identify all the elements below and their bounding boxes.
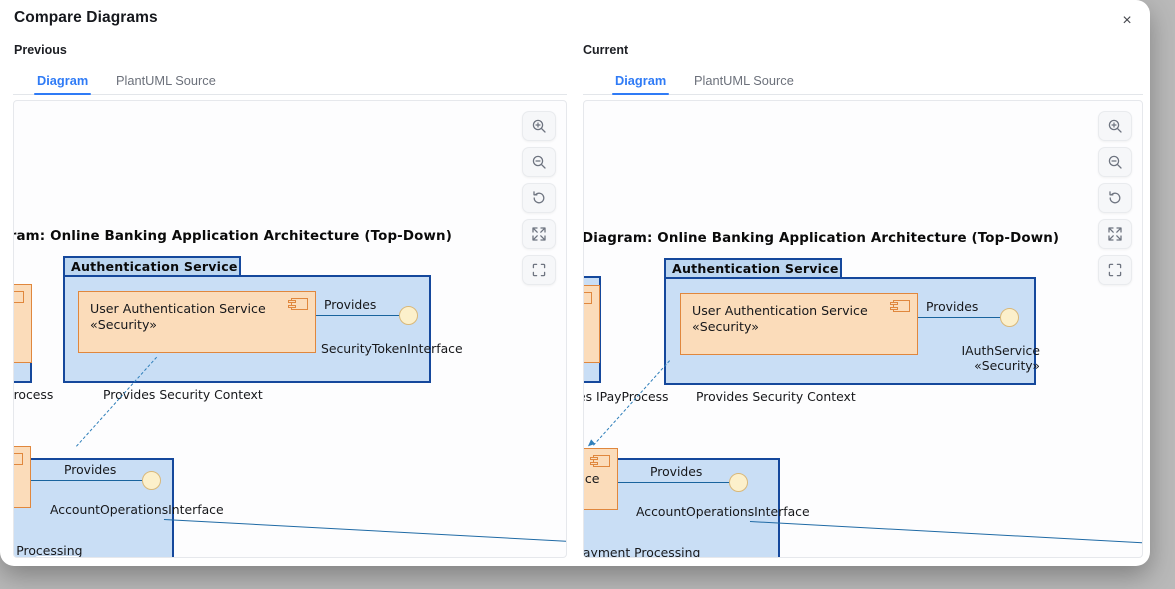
pane-label-current: Current: [583, 43, 629, 57]
zoom-in-icon[interactable]: [522, 111, 556, 141]
package-tab: Authentication Service: [664, 258, 842, 278]
zoom-out-icon[interactable]: [1098, 147, 1132, 177]
tab-plantuml-source-current[interactable]: PlantUML Source: [691, 67, 797, 94]
diagram-title: Diagram: Online Banking Application Arch…: [583, 231, 1060, 246]
edge-label-payment-processing: Payment Processing: [583, 545, 701, 558]
edge-label-security-context: Provides Security Context: [696, 389, 856, 404]
interface-name-iauthservice: IAuthService: [961, 343, 1041, 358]
provided-interface-connector: [918, 317, 1000, 318]
edge-label-pay-process: es IPayProcess: [583, 389, 669, 404]
provided-interface-icon: [1000, 308, 1019, 327]
edge-label-security-context: Provides Security Context: [103, 387, 263, 402]
component-name: User Authentication Service: [692, 303, 868, 318]
connector-label: Provides: [324, 297, 377, 312]
component-icon: [590, 455, 610, 467]
diagram-stage-previous: gram: Online Banking Application Archite…: [14, 101, 566, 557]
pane-current: Current Diagram PlantUML Source Diagram:…: [576, 40, 1150, 566]
provided-interface-icon: [399, 306, 418, 325]
zoom-in-icon[interactable]: [1098, 111, 1132, 141]
fit-to-screen-icon[interactable]: [522, 219, 556, 249]
reset-view-icon[interactable]: [1098, 183, 1132, 213]
component-label: User Authentication Service «Security»: [692, 303, 893, 335]
component-icon: [288, 298, 308, 310]
provided-interface-connector: [316, 315, 399, 316]
component-account-service: Service: [584, 448, 618, 510]
zoom-out-icon[interactable]: [522, 147, 556, 177]
component-stereotype: «Security»: [692, 319, 759, 334]
diagram-canvas-current[interactable]: Diagram: Online Banking Application Arch…: [583, 100, 1143, 558]
package-tab-fold-icon: [840, 258, 853, 278]
provided-interface-icon: [142, 471, 161, 490]
compare-diagrams-dialog: Compare Diagrams × Previous Diagram Plan…: [0, 0, 1150, 566]
diagram-toolbar-previous: [522, 111, 556, 291]
package-tab: Authentication Service: [63, 256, 241, 276]
package-gateway-tab: y: [584, 257, 588, 277]
provided-interface-connector: [618, 482, 729, 483]
reset-view-icon[interactable]: [522, 183, 556, 213]
connector-label: Provides: [64, 462, 117, 477]
fullscreen-icon[interactable]: [1098, 255, 1132, 285]
fit-to-screen-icon[interactable]: [1098, 219, 1132, 249]
tabbar-current: Diagram PlantUML Source: [583, 67, 1143, 95]
provided-interface-connector: [31, 480, 142, 481]
fullscreen-icon[interactable]: [522, 255, 556, 285]
tab-plantuml-source-previous[interactable]: PlantUML Source: [113, 67, 219, 94]
diagram-stage-current: Diagram: Online Banking Application Arch…: [584, 101, 1142, 557]
component-icon: [14, 291, 24, 303]
page-title: Compare Diagrams: [14, 9, 158, 26]
diagram-toolbar-current: [1098, 111, 1132, 291]
association-line: [749, 521, 1142, 545]
zoom-level-badge: 108%: [34, 556, 82, 557]
package-name: Authentication Service: [672, 261, 839, 276]
interface-name-account-operations: AccountOperationsInterface: [50, 502, 224, 517]
interface-label-auth-service: IAuthService «Security»: [914, 343, 1041, 373]
component-icon: [14, 453, 23, 465]
close-icon[interactable]: ×: [1114, 8, 1140, 34]
component-stereotype: «Security»: [90, 317, 157, 332]
compare-panes: Previous Diagram PlantUML Source gram: O…: [0, 40, 1150, 566]
package-account-services: [14, 439, 174, 557]
component-name: User Authentication Service: [90, 301, 266, 316]
component-user-authentication-service: User Authentication Service «Security»: [680, 293, 918, 355]
component-label: User Authentication Service «Security»: [90, 301, 291, 333]
association-line: [163, 519, 566, 543]
component-gateway: vay: [584, 285, 600, 363]
interface-stereotype: «Security»: [974, 358, 1040, 373]
component-label: Service: [584, 471, 600, 486]
diagram-canvas-previous[interactable]: gram: Online Banking Application Archite…: [13, 100, 567, 558]
component-icon: [584, 292, 592, 304]
connector-label: Provides: [650, 464, 703, 479]
interface-name-security-token: SecurityTokenInterface: [321, 341, 463, 356]
connector-label: Provides: [926, 299, 979, 314]
provided-interface-icon: [729, 473, 748, 492]
pane-previous: Previous Diagram PlantUML Source gram: O…: [0, 40, 576, 566]
interface-name-account-operations: AccountOperationsInterface: [636, 504, 810, 519]
component-icon: [890, 300, 910, 312]
edge-label-payment-processing: ent Processing: [14, 543, 83, 558]
tab-diagram-previous[interactable]: Diagram: [34, 67, 92, 95]
component-user-authentication-service: User Authentication Service «Security»: [78, 291, 316, 353]
package-tab-fold-icon: [239, 256, 252, 276]
tabbar-previous: Diagram PlantUML Source: [13, 67, 567, 95]
tab-diagram-current[interactable]: Diagram: [612, 67, 670, 95]
pane-label-previous: Previous: [14, 43, 67, 57]
component-clipped: [14, 284, 32, 363]
diagram-title: gram: Online Banking Application Archite…: [13, 229, 452, 244]
package-name: Authentication Service: [71, 259, 238, 274]
edge-label-pay-process: yProcess: [13, 387, 54, 402]
component-account-service: ce: [14, 446, 31, 508]
dialog-header: Compare Diagrams ×: [0, 0, 1150, 40]
